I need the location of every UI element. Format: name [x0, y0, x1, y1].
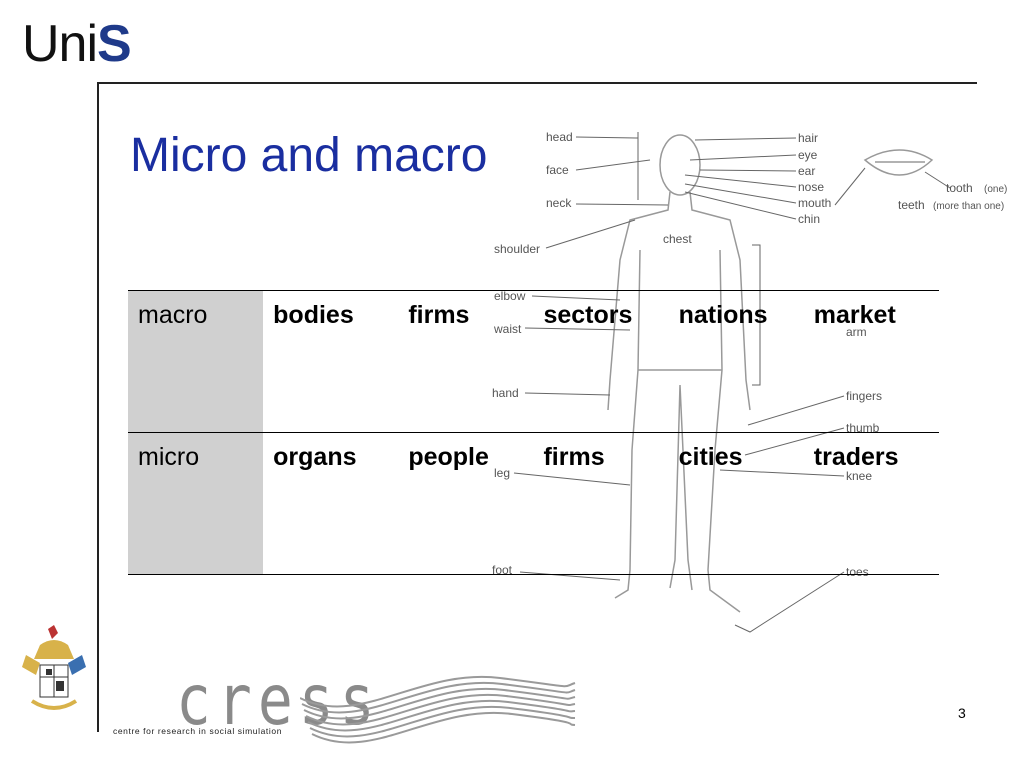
label-nose: nose [798, 180, 824, 194]
table-row-micro: micro organs people firms cities traders [128, 432, 939, 575]
label-tooth-note: (one) [984, 184, 1007, 195]
side-rule [97, 82, 99, 732]
label-hair: hair [798, 131, 818, 145]
label-face: face [546, 163, 569, 177]
unis-logo: UniS [22, 15, 132, 73]
micro-macro-table: macro bodies firms sectors nations marke… [128, 290, 939, 575]
label-head: head [546, 130, 573, 144]
table-cell: people [398, 432, 534, 575]
label-eye: eye [798, 148, 818, 162]
label-teeth: teeth [898, 198, 925, 212]
label-shoulder: shoulder [494, 242, 540, 256]
label-neck: neck [546, 196, 572, 210]
slide-title: Micro and macro [130, 129, 488, 182]
cress-logo: cress [176, 659, 381, 741]
label-tooth: tooth [946, 181, 973, 195]
table-cell: market [803, 290, 939, 433]
table-cell: bodies [263, 290, 399, 433]
table-cell: traders [803, 432, 939, 575]
table-cell: cities [668, 432, 804, 575]
label-ear: ear [798, 164, 815, 178]
table-cell: sectors [533, 290, 669, 433]
logo-prefix: Uni [22, 15, 98, 73]
mouth-teeth-icon [863, 149, 934, 176]
cress-waves-graphic [300, 675, 576, 744]
university-crest-logo [22, 625, 86, 710]
label-teeth-note: (more than one) [933, 201, 1004, 212]
label-chest: chest [663, 232, 692, 246]
logo-suffix: S [97, 15, 132, 73]
table-cell: firms [398, 290, 534, 433]
label-chin: chin [798, 212, 820, 226]
header-rule [97, 82, 977, 84]
table-cell: nations [668, 290, 804, 433]
table-cell: firms [533, 432, 669, 575]
row-label-macro: macro [128, 290, 264, 433]
cress-tagline: centre for research in social simulation [113, 726, 283, 736]
row-label-micro: micro [128, 432, 264, 575]
page-number: 3 [958, 705, 966, 721]
table-cell: organs [263, 432, 399, 575]
table-row-macro: macro bodies firms sectors nations marke… [128, 290, 939, 433]
label-mouth: mouth [798, 196, 831, 210]
